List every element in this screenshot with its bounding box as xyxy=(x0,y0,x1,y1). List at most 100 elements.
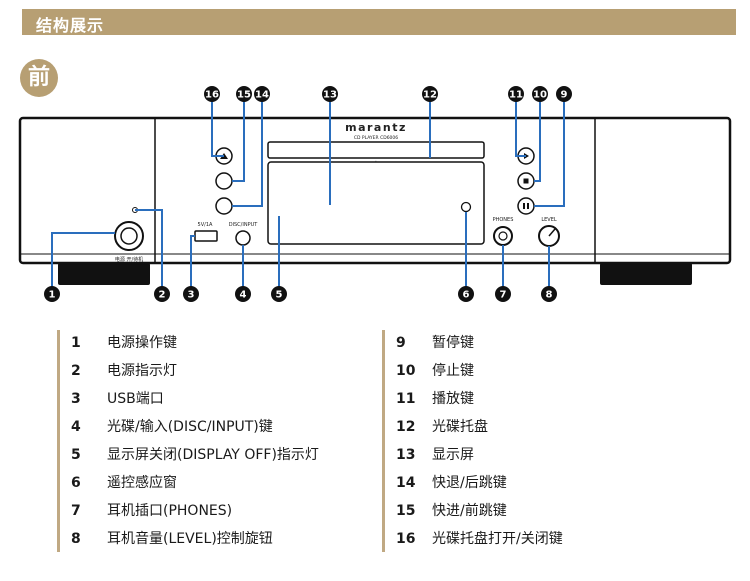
legend-num: 4 xyxy=(71,419,81,435)
legend-label: 显示屏关闭(DISPLAY OFF)指示灯 xyxy=(107,447,319,463)
section-header-bar: 结构展示 xyxy=(22,9,736,35)
legend-left-divider xyxy=(57,330,60,552)
level-knob-pointer xyxy=(548,228,556,237)
leader-lines xyxy=(51,96,565,292)
legend-item: 15 快进/前跳键 xyxy=(396,498,507,524)
callout-15 xyxy=(236,86,252,102)
power-button-inner xyxy=(120,227,138,245)
legend-item: 10 停止键 xyxy=(396,358,474,384)
legend-num: 16 xyxy=(396,531,416,547)
callout-9-label: 9 xyxy=(561,90,568,101)
legend-label: 耳机音量(LEVEL)控制旋钮 xyxy=(107,531,273,547)
skip-back-button xyxy=(215,197,233,215)
callout-16 xyxy=(204,86,220,102)
legend-right-divider xyxy=(382,330,385,552)
legend-num: 6 xyxy=(71,475,81,491)
legend-label: 光碟托盘 xyxy=(432,419,488,435)
callout-13 xyxy=(322,86,338,102)
callout-10 xyxy=(532,86,548,102)
legend-label: 停止键 xyxy=(432,363,474,379)
legend-num: 1 xyxy=(71,335,81,351)
callout-6 xyxy=(458,286,474,302)
legend-label: 快进/前跳键 xyxy=(432,503,507,519)
legend-item: 4 光碟/输入(DISC/INPUT)键 xyxy=(71,414,273,440)
callout-5 xyxy=(271,286,287,302)
legend-num: 10 xyxy=(396,363,416,379)
disc-input-button xyxy=(235,230,251,246)
legend-label: 遥控感应窗 xyxy=(107,475,177,491)
legend-item: 14 快退/后跳键 xyxy=(396,470,507,496)
legend-item: 6 遥控感应窗 xyxy=(71,470,177,496)
legend-label: 光碟/输入(DISC/INPUT)键 xyxy=(107,419,273,435)
callout-14 xyxy=(254,86,270,102)
callout-4 xyxy=(235,286,251,302)
legend-item: 5 显示屏关闭(DISPLAY OFF)指示灯 xyxy=(71,442,319,468)
front-view-badge: 前 xyxy=(20,59,58,97)
section-title: 结构展示 xyxy=(36,16,105,35)
display-window xyxy=(267,161,485,245)
legend-label: 播放键 xyxy=(432,391,474,407)
legend-num: 8 xyxy=(71,531,81,547)
legend-num: 5 xyxy=(71,447,81,463)
legend-label: 暂停键 xyxy=(432,335,474,351)
legend-item: 13 显示屏 xyxy=(396,442,474,468)
disc-tray xyxy=(267,141,485,159)
phones-label: PHONES xyxy=(493,217,514,223)
callout-15-label: 15 xyxy=(237,90,251,101)
callout-10-label: 10 xyxy=(533,90,547,101)
legend-item: 1 电源操作键 xyxy=(71,330,177,356)
callout-13-label: 13 xyxy=(323,90,337,101)
callout-8-label: 8 xyxy=(546,290,553,301)
callout-14-label: 14 xyxy=(255,90,269,101)
legend-label: 快退/后跳键 xyxy=(432,475,507,491)
callout-16-label: 16 xyxy=(205,90,219,101)
pause-icon-bar-right xyxy=(527,203,529,209)
legend-num: 7 xyxy=(71,503,81,519)
callout-11-label: 11 xyxy=(509,90,523,101)
legend-num: 15 xyxy=(396,503,416,519)
pause-button xyxy=(517,197,535,215)
left-foot xyxy=(58,263,150,285)
callout-2-label: 2 xyxy=(159,290,166,301)
disc-input-label: DISC/INPUT xyxy=(229,222,259,228)
model-line: CD PLAYER CD6006 xyxy=(354,135,398,141)
front-panel-diagram: 电源 开/待机 5V/1A DISC/INPUT DISPLAY OFF mar… xyxy=(18,86,732,302)
legend-label: USB端口 xyxy=(107,391,164,407)
callout-11 xyxy=(508,86,524,102)
callout-7-label: 7 xyxy=(500,290,507,301)
legend-item: 3 USB端口 xyxy=(71,386,164,412)
callout-12-label: 12 xyxy=(423,90,437,101)
legend-label: 耳机插口(PHONES) xyxy=(107,503,233,519)
legend-label: 电源指示灯 xyxy=(107,363,177,379)
callout-12 xyxy=(422,86,438,102)
remote-sensor xyxy=(460,201,472,213)
callout-3 xyxy=(183,286,199,302)
usb-label: 5V/1A xyxy=(198,222,213,228)
callout-8 xyxy=(541,286,557,302)
power-button-label: 电源 开/待机 xyxy=(115,256,143,263)
play-icon xyxy=(524,153,529,159)
legend-item: 11 播放键 xyxy=(396,386,474,412)
brand-logo: marantz xyxy=(345,121,407,134)
callout-5-label: 5 xyxy=(276,290,283,301)
usb-port xyxy=(194,230,218,242)
legend-num: 2 xyxy=(71,363,81,379)
legend-label: 电源操作键 xyxy=(107,335,177,351)
level-label: LEVEL xyxy=(541,217,557,223)
pause-icon-bar-left xyxy=(523,203,525,209)
phones-jack-inner xyxy=(498,231,508,241)
callout-2 xyxy=(154,286,170,302)
legend-num: 13 xyxy=(396,447,416,463)
callout-7 xyxy=(495,286,511,302)
legend-num: 3 xyxy=(71,391,81,407)
legend-num: 14 xyxy=(396,475,416,491)
legend-label: 显示屏 xyxy=(432,447,474,463)
callout-3-label: 3 xyxy=(188,290,195,301)
legend-num: 11 xyxy=(396,391,416,407)
callout-1 xyxy=(44,286,60,302)
callout-6-label: 6 xyxy=(463,290,470,301)
stop-icon xyxy=(523,178,529,184)
callout-9 xyxy=(556,86,572,102)
